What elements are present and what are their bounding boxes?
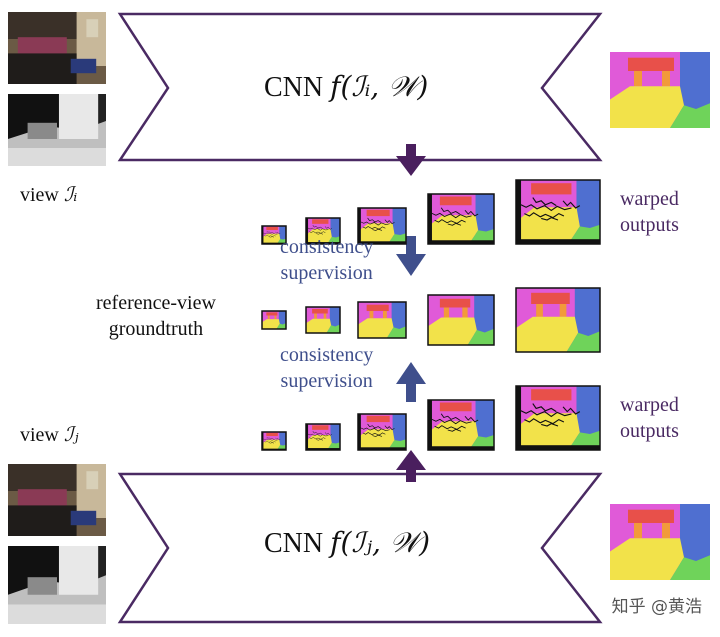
consistency-down-arrow <box>396 236 426 276</box>
bottom-warped-thumb-4 <box>428 400 494 450</box>
warped-top-line-1: warped <box>620 188 679 210</box>
consistency-supervision-top-label: consistency supervision <box>280 234 373 286</box>
reference-groundtruth-row <box>261 287 601 353</box>
bottom-warped-thumb-border-1 <box>261 431 287 451</box>
view-i-color-image <box>8 12 106 84</box>
reference-thumb-border-4 <box>427 294 495 346</box>
consistency-supervision-bottom-label: consistency supervision <box>280 342 373 394</box>
bottom-warped-thumb-border-4 <box>427 399 495 451</box>
bottom-network-shape <box>117 472 603 624</box>
warped-top-line-2: outputs <box>620 214 679 236</box>
reference-view-label: reference-view groundtruth <box>96 290 216 342</box>
top-network-label-prefix: CNN <box>264 72 324 103</box>
top-warped-thumb-border-1 <box>261 225 287 245</box>
bottom-warped-thumb-border-5 <box>515 385 601 451</box>
bottom-warped-thumb-3 <box>358 414 406 450</box>
warped-outputs-bottom-label: warped outputs <box>620 392 679 444</box>
view-i-depth-image <box>8 94 106 166</box>
top-warped-thumb-border-5 <box>515 179 601 245</box>
view-i-label-math: ℐᵢ <box>63 182 78 206</box>
consistency-bottom-line-2: supervision <box>280 370 373 392</box>
bottom-warped-outputs-row <box>261 385 601 451</box>
top-warped-thumb-border-2 <box>305 217 341 245</box>
reference-thumb-border-2 <box>305 306 341 334</box>
bottom-warped-thumb-border-3 <box>357 413 407 451</box>
reference-thumb-2 <box>306 307 340 333</box>
bottom-network-up-arrow <box>396 450 426 482</box>
warped-bottom-line-1: warped <box>620 394 679 416</box>
top-warped-thumb-4 <box>428 194 494 244</box>
top-network-output-image <box>610 52 710 128</box>
bottom-network-label: CNN f(ℐⱼ, 𝒲) <box>264 526 430 560</box>
top-warped-thumb-5 <box>516 180 600 244</box>
reference-line-1: reference-view <box>96 292 216 314</box>
reference-thumb-border-1 <box>261 310 287 330</box>
view-j-label-prefix: view <box>20 424 59 446</box>
bottom-warped-thumb-5 <box>516 386 600 450</box>
view-j-color-image <box>8 464 106 536</box>
top-network-label-math: f(ℐᵢ, 𝒲) <box>330 70 429 103</box>
top-network-label: CNN f(ℐᵢ, 𝒲) <box>264 70 428 104</box>
top-warped-outputs-row <box>261 179 601 245</box>
bottom-warped-thumb-2 <box>306 424 340 450</box>
warped-bottom-line-2: outputs <box>620 420 679 442</box>
reference-thumb-border-3 <box>357 301 407 339</box>
warped-outputs-top-label: warped outputs <box>620 186 679 238</box>
view-i-label: view ℐᵢ <box>20 182 77 207</box>
reference-thumb-border-5 <box>515 287 601 353</box>
reference-thumb-1 <box>262 311 286 329</box>
consistency-up-arrow <box>396 362 426 402</box>
view-i-label-prefix: view <box>20 184 59 206</box>
reference-thumb-3 <box>358 302 406 338</box>
watermark-text: 知乎 @黄浩 <box>611 597 702 617</box>
consistency-bottom-line-1: consistency <box>280 344 374 366</box>
bottom-network-label-math: f(ℐⱼ, 𝒲) <box>330 526 431 559</box>
bottom-network-label-prefix: CNN <box>264 528 324 559</box>
consistency-top-line-2: supervision <box>280 262 373 284</box>
view-j-label-math: ℐⱼ <box>63 422 79 446</box>
bottom-warped-thumb-border-2 <box>305 423 341 451</box>
reference-thumb-4 <box>428 295 494 345</box>
top-warped-thumb-border-3 <box>357 207 407 245</box>
reference-line-2: groundtruth <box>108 318 204 340</box>
reference-thumb-5 <box>516 288 600 352</box>
top-network-down-arrow <box>396 144 426 176</box>
bottom-warped-thumb-1 <box>262 432 286 450</box>
top-network-shape <box>117 12 603 162</box>
consistency-top-line-1: consistency <box>280 236 374 258</box>
top-warped-thumb-border-4 <box>427 193 495 245</box>
bottom-network-output-image <box>610 504 710 580</box>
view-j-depth-image <box>8 546 106 624</box>
view-j-label: view ℐⱼ <box>20 422 79 447</box>
